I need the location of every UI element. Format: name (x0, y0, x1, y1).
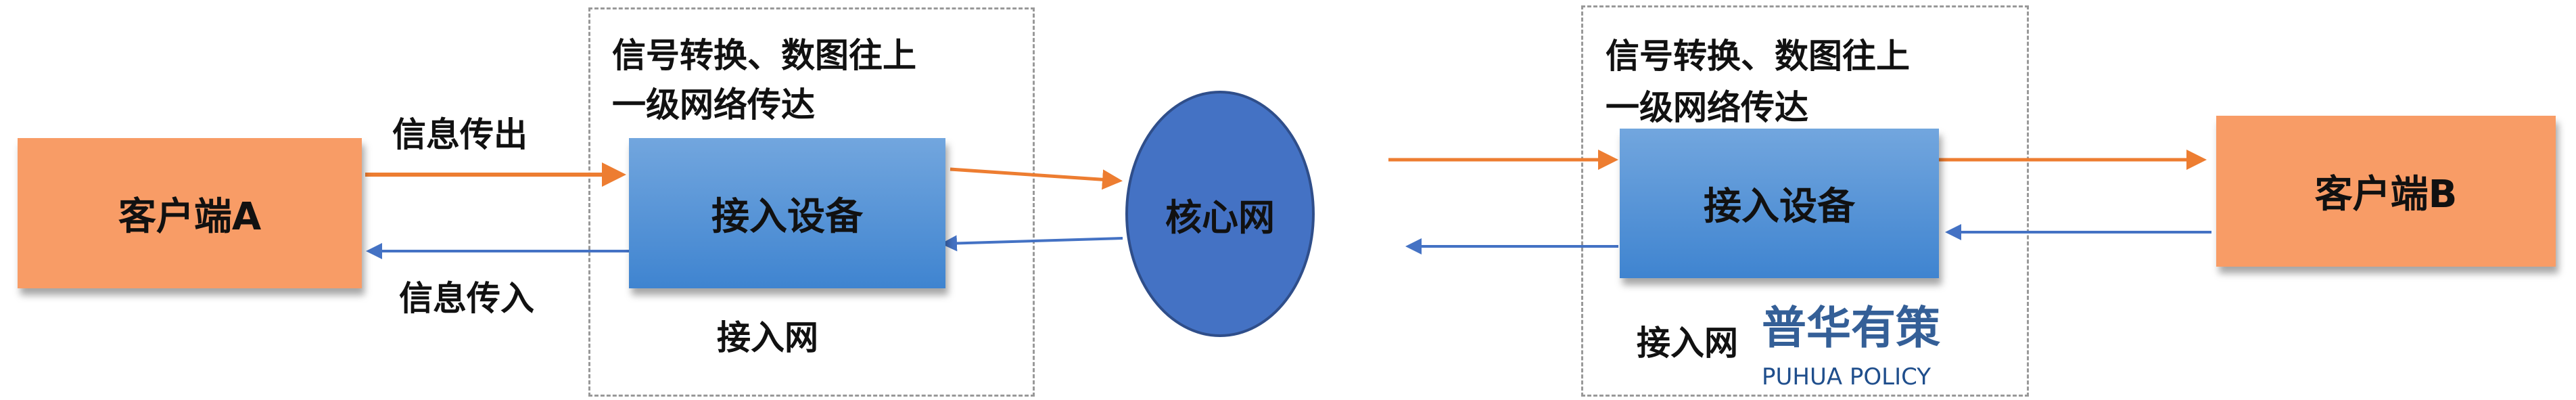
watermark-logo-en: PUHUA POLICY (1762, 363, 1931, 391)
access-device-right: 接入设备 (1620, 129, 1939, 278)
watermark-logo-cn: 普华有策 (1762, 302, 1940, 354)
access-right-desc-line2: 一级网络传达 (1606, 88, 1808, 127)
access-network-group-right (1581, 5, 2029, 397)
core-network-label: 核心网 (1165, 196, 1275, 239)
client-b-node: 客户端B (2216, 116, 2556, 267)
access-right-desc-line1: 信号转换、数图往上 (1606, 37, 1910, 76)
client-a-node: 客户端A (18, 138, 362, 288)
arrow-core-to-device (941, 235, 1123, 252)
arrow-device-to-core (950, 167, 1123, 190)
info-in-label: 信息传入 (399, 279, 534, 318)
access-left-desc-line2: 一级网络传达 (612, 85, 815, 125)
core-network-node: 核心网 (1125, 91, 1315, 337)
access-left-network-label: 接入网 (717, 318, 818, 357)
info-out-label: 信息传出 (392, 115, 528, 154)
access-left-desc-line1: 信号转换、数图往上 (612, 36, 916, 75)
client-a-label: 客户端A (118, 194, 262, 239)
access-device-left-label: 接入设备 (711, 194, 863, 239)
access-device-right-label: 接入设备 (1704, 185, 1855, 229)
access-device-left: 接入设备 (629, 138, 945, 288)
access-right-network-label: 接入网 (1637, 324, 1738, 363)
access-network-group-left (588, 7, 1035, 397)
client-b-label: 客户端B (2314, 173, 2458, 217)
